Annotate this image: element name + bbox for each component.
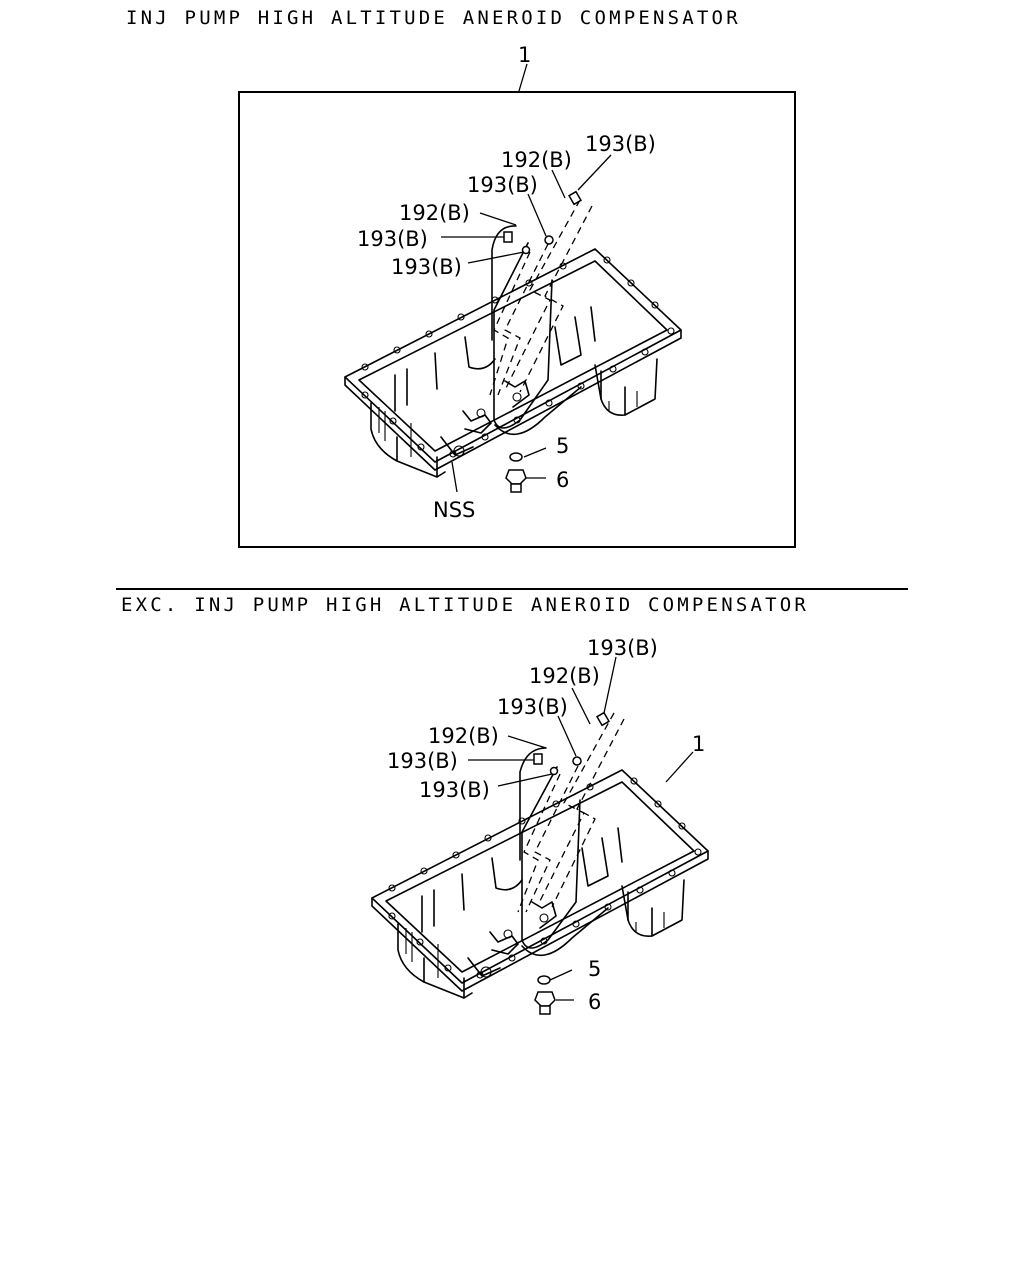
gasket-ring-icon [537,975,551,985]
diagram-frame-top [238,91,796,548]
clip-icon [533,711,610,776]
callout-top-gasket: 5 [556,434,569,458]
callout-top-plug: 6 [556,468,569,492]
callout-bottom-plug: 6 [588,990,601,1014]
callout-top-193-c: 193(B) [357,227,428,251]
callout-bottom-gasket: 5 [588,957,601,981]
drain-plug-icon [505,469,527,493]
callout-top-nss: NSS [433,498,475,522]
leader-lines-bottom [468,656,694,1001]
oil-pipe-icon [489,199,593,429]
section-divider [116,588,908,590]
callout-bottom-192-b: 192(B) [428,724,499,748]
oil-pan-icon [371,769,709,999]
callout-bottom-193-b: 193(B) [497,695,568,719]
oil-pipe-icon [517,712,625,949]
leader-lines-top [441,63,612,493]
callout-top-192-b: 192(B) [399,201,470,225]
callout-top-193-b: 193(B) [467,173,538,197]
section-heading-top: INJ PUMP HIGH ALTITUDE ANEROID COMPENSAT… [126,7,741,29]
callout-bottom-192-a: 192(B) [529,664,600,688]
callout-bottom-193-a: 193(B) [587,636,658,660]
callout-top-192-a: 192(B) [501,148,572,172]
clip-icon [503,190,582,255]
callout-bottom-assembly: 1 [692,732,705,756]
callout-top-193-a: 193(B) [585,132,656,156]
callout-bottom-193-d: 193(B) [419,778,490,802]
callout-bottom-193-c: 193(B) [387,749,458,773]
section-heading-bottom: EXC. INJ PUMP HIGH ALTITUDE ANEROID COMP… [121,594,810,616]
oil-pan-icon [344,248,682,478]
gasket-ring-icon [509,452,523,462]
callout-top-193-d: 193(B) [391,255,462,279]
callout-top-assembly: 1 [518,43,531,67]
drain-plug-icon [534,991,556,1015]
